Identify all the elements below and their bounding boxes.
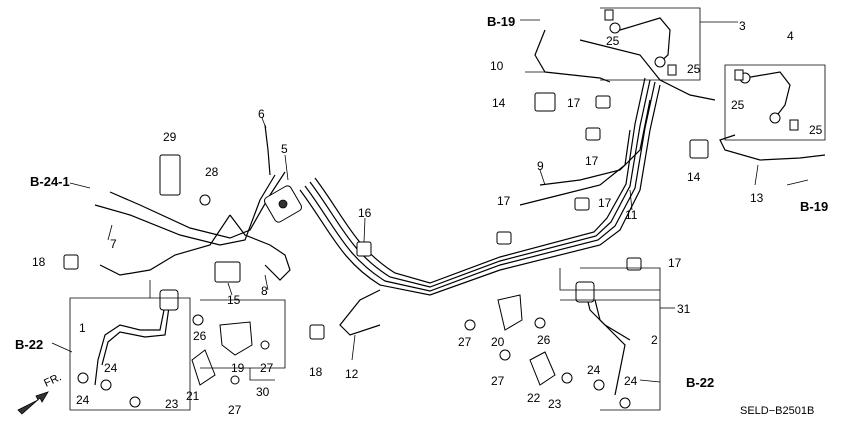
- label-25-d: 25: [809, 123, 823, 137]
- front-arrow-icon: [17, 391, 49, 415]
- clip-18-left: [63, 254, 79, 270]
- label-8: 8: [261, 284, 268, 298]
- leader-lines: [107, 71, 759, 361]
- label-17d: 17: [497, 194, 511, 208]
- bracket-21: [191, 349, 216, 386]
- label-29: 29: [163, 130, 177, 144]
- label-30: 30: [256, 385, 270, 399]
- bracket-19: [219, 321, 253, 356]
- group-outlines: [69, 7, 826, 411]
- label-27-b: 27: [228, 403, 242, 417]
- hose-1: [159, 289, 179, 311]
- label-22: 22: [527, 391, 541, 405]
- label-24-c: 24: [587, 363, 601, 377]
- hose-4-assembly: [739, 71, 791, 124]
- bracket-22: [529, 351, 556, 386]
- label-28: 28: [205, 165, 219, 179]
- label-13: 13: [750, 191, 764, 205]
- ref-b22-right: B-22: [686, 375, 714, 390]
- label-15: 15: [227, 293, 241, 307]
- bracket-20: [497, 294, 523, 331]
- label-14-upper: 14: [492, 96, 506, 110]
- label-18-lower: 18: [309, 365, 323, 379]
- label-27-a: 27: [260, 361, 274, 375]
- label-24-a: 24: [104, 361, 118, 375]
- front-label: FR.: [42, 371, 63, 389]
- label-9: 9: [537, 159, 544, 173]
- label-17c: 17: [598, 196, 612, 210]
- hose-2: [575, 281, 595, 303]
- brake-pipe-bundle-main: [94, 29, 826, 396]
- label-31: 31: [677, 302, 691, 316]
- ref-b22-left: B-22: [15, 337, 43, 352]
- ref-b19-right: B-19: [800, 199, 828, 214]
- label-4: 4: [787, 29, 794, 43]
- label-12: 12: [345, 367, 359, 381]
- clip-14-upper: [534, 92, 556, 112]
- clip-14-lower: [689, 139, 709, 159]
- ref-b24-1: B-24-1: [30, 174, 70, 189]
- label-17e: 17: [668, 256, 682, 270]
- label-26-right: 26: [537, 333, 551, 347]
- label-7: 7: [110, 237, 117, 251]
- proportioning-valve-5: [263, 185, 303, 223]
- label-11: 11: [625, 208, 638, 222]
- clips-17: [496, 95, 642, 271]
- hose-3-assembly: [609, 17, 671, 68]
- label-19: 19: [231, 361, 245, 375]
- bracket-15: [214, 261, 241, 283]
- label-1: 1: [79, 321, 86, 335]
- label-18-left: 18: [32, 255, 46, 269]
- part-labels: 3 4 5 6 7 8 9 10 11 12 13 14 14 15 16 17…: [32, 19, 823, 417]
- label-27-d: 27: [491, 374, 505, 388]
- washers-24: [77, 372, 631, 409]
- label-14-lower: 14: [687, 170, 701, 184]
- diagram-code: SELD−B2501B: [740, 405, 814, 417]
- clip-18-lower: [309, 324, 325, 340]
- label-23-left: 23: [165, 397, 179, 411]
- label-20: 20: [491, 335, 505, 349]
- ref-arrows: [51, 19, 809, 383]
- clips-25: [604, 9, 799, 131]
- label-2: 2: [651, 333, 658, 347]
- label-17b: 17: [585, 154, 599, 168]
- ref-b19-top: B-19: [487, 14, 515, 29]
- label-24-b: 24: [76, 393, 90, 407]
- label-21: 21: [186, 389, 200, 403]
- bolts: [129, 194, 573, 408]
- label-25-a: 25: [606, 34, 620, 48]
- label-23-right: 23: [548, 397, 562, 411]
- clamp-29: [159, 154, 181, 196]
- label-16: 16: [358, 206, 372, 220]
- label-3: 3: [739, 19, 746, 33]
- label-17a: 17: [567, 96, 581, 110]
- label-26-left: 26: [193, 329, 207, 343]
- label-27-c: 27: [458, 335, 472, 349]
- label-6: 6: [258, 107, 265, 121]
- label-24-d: 24: [624, 374, 638, 388]
- label-25-b: 25: [687, 62, 701, 76]
- label-10: 10: [490, 59, 504, 73]
- clip-16: [356, 241, 372, 257]
- label-25-c: 25: [731, 98, 745, 112]
- label-5: 5: [281, 142, 288, 156]
